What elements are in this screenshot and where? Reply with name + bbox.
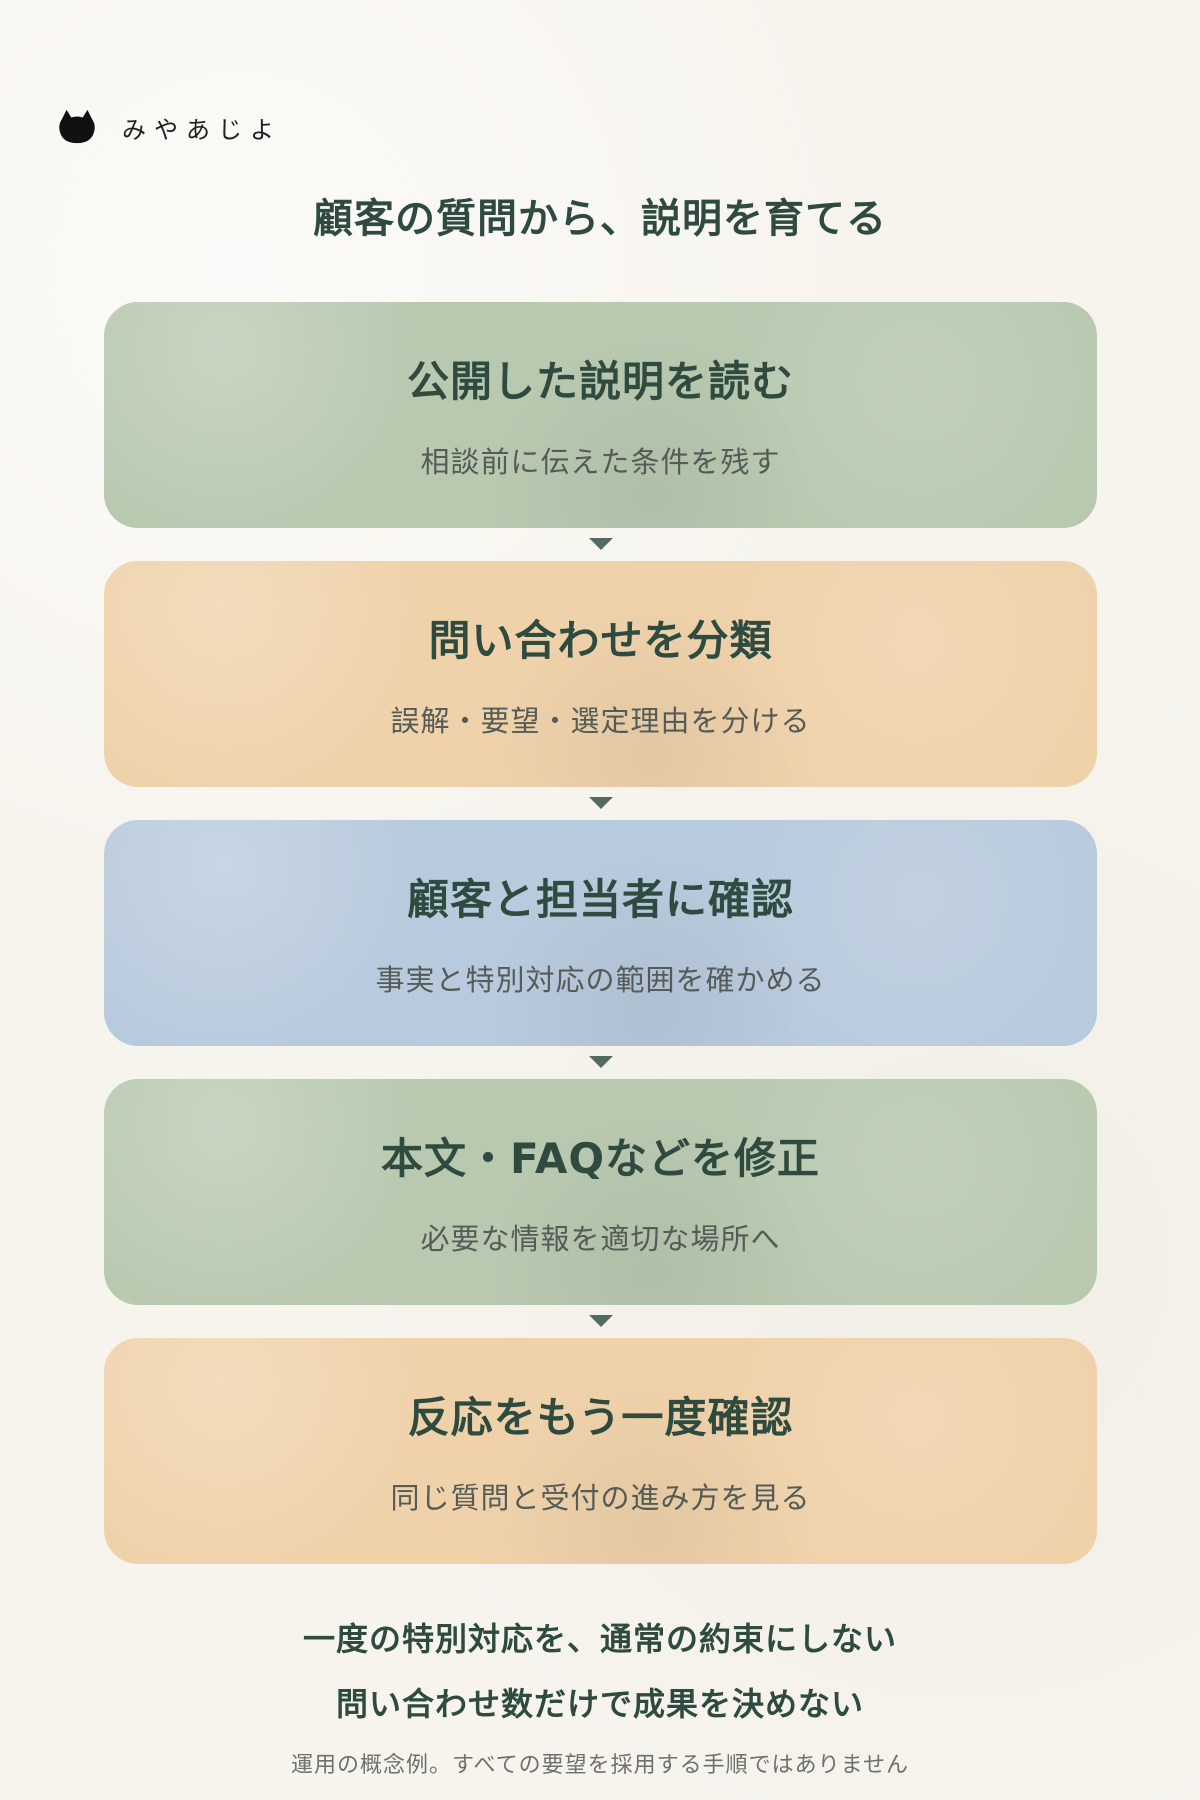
brand-name: みやあじよ [122,115,282,144]
process-step-3: 顧客と担当者に確認 事実と特別対応の範囲を確かめる [104,820,1097,1046]
down-arrow-icon [588,797,613,809]
process-step-1: 公開した説明を読む 相談前に伝えた条件を残す [104,302,1097,528]
page-title: 顧客の質問から、説明を育てる [313,196,887,242]
step-title: 反応をもう一度確認 [407,1393,794,1442]
step-title: 問い合わせを分類 [428,616,773,665]
process-flow: 公開した説明を読む 相談前に伝えた条件を残す 問い合わせを分類 誤解・要望・選定… [104,302,1097,1564]
process-step-2: 問い合わせを分類 誤解・要望・選定理由を分ける [104,561,1097,787]
process-step-4: 本文・FAQなどを修正 必要な情報を適切な場所へ [104,1079,1097,1305]
down-arrow-icon [588,1056,613,1068]
step-subtitle: 事実と特別対応の範囲を確かめる [375,963,826,997]
step-title: 本文・FAQなどを修正 [380,1134,821,1183]
step-subtitle: 相談前に伝えた条件を残す [420,445,781,479]
down-arrow-icon [588,1315,613,1327]
down-arrow-icon [588,538,613,550]
process-step-5: 反応をもう一度確認 同じ質問と受付の進み方を見る [104,1338,1097,1564]
footer-principle-1: 一度の特別対応を、通常の約束にしない [302,1620,897,1658]
brand: みやあじよ [58,108,282,146]
step-title: 公開した説明を読む [406,357,794,406]
footer-principle-2: 問い合わせ数だけで成果を決めない [335,1685,864,1723]
step-subtitle: 誤解・要望・選定理由を分ける [390,704,811,738]
cat-icon [59,109,95,144]
step-subtitle: 同じ質問と受付の進み方を見る [390,1481,811,1515]
footer-note: 運用の概念例。すべての要望を採用する手順ではありません [291,1753,909,1778]
step-title: 顧客と担当者に確認 [406,875,794,924]
step-subtitle: 必要な情報を適切な場所へ [420,1222,781,1256]
